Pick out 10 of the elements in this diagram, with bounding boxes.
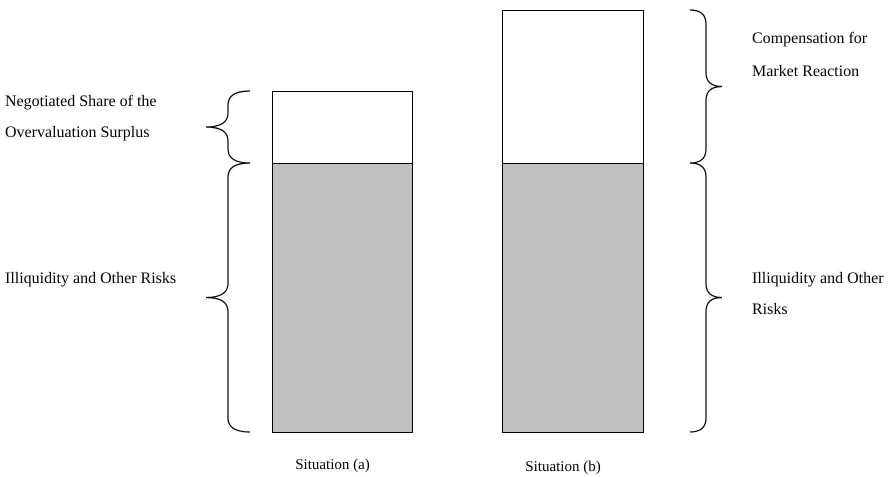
brace-label: Illiquidity and Other Risks	[5, 269, 178, 289]
bar-segment	[273, 164, 412, 432]
stacked-bar	[272, 91, 413, 433]
brace-label: Illiquidity and Other Risks	[752, 269, 885, 320]
stacked-bar	[502, 10, 644, 433]
bar-caption: Situation (b)	[525, 459, 601, 476]
bar-segment	[503, 164, 643, 432]
brace-label: Negotiated Share of the Overvaluation Surplus	[5, 92, 158, 143]
brace-label: Compensation for Market Reaction	[752, 29, 868, 82]
bar-caption: Situation (a)	[295, 457, 370, 474]
